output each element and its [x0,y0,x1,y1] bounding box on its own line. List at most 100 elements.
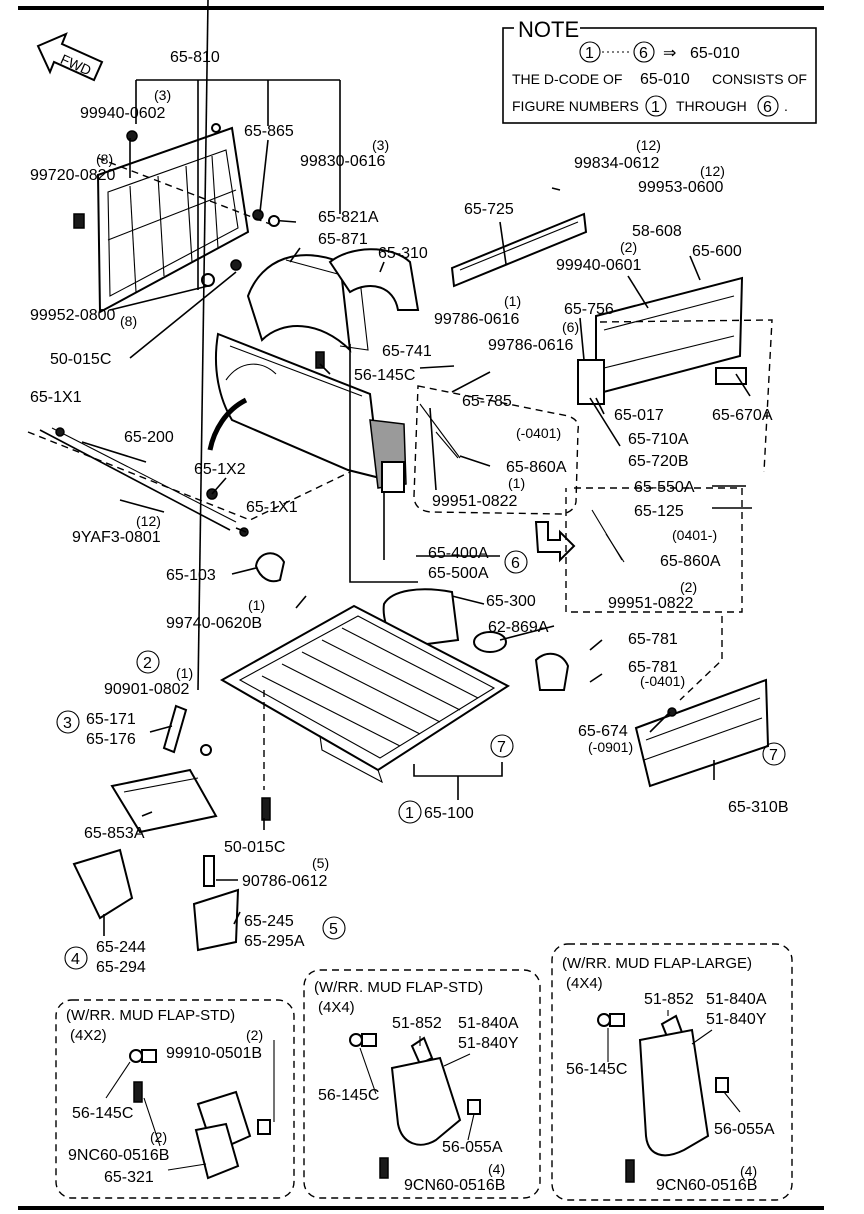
inset2-title: (W/RR. MUD FLAP-STD) [314,979,483,996]
inset3-part-51-852: 51-852 [644,991,694,1008]
illustration [27,123,773,952]
inset3-part-56-055a: 56-055A [714,1121,775,1138]
label-50-015c-bot: 50-015C [224,839,285,856]
label-65-244: 65-244 [96,939,146,956]
label-65-871: 65-871 [318,231,368,248]
label-65-756: 65-756 [564,301,614,318]
label-65-1x1b: 65-1X1 [246,499,298,516]
svg-text:3: 3 [63,715,72,732]
label-65-245: 65-245 [244,913,294,930]
label-99740-0620b: 99740-0620B [166,615,262,632]
label-qty-2b: (2) [680,579,697,595]
inset2-subtitle: (4X4) [318,999,355,1016]
inset1-subtitle: (4X2) [70,1027,107,1044]
label-99940-0601: 99940-0601 [556,257,642,274]
label-qty-12b: (12) [700,163,725,179]
inset1-part-56-145c: 56-145C [72,1105,133,1122]
label-65-670a: 65-670A [712,407,773,424]
note-range-end: 6 [639,45,648,62]
inset3-part-51-840y: 51-840Y [706,1011,767,1028]
label-65-853a: 65-853A [84,825,145,842]
note-line2-suffix: CONSISTS OF [712,71,807,87]
figure-number-2: 2 [136,650,160,674]
label-65-176: 65-176 [86,731,136,748]
fwd-arrow-icon: FWD [36,32,104,82]
figure-number-7a: 7 [490,734,514,758]
figure-number-6: 6 [504,550,528,574]
inset3-part-51-840a: 51-840A [706,991,767,1008]
label-date-0401c: (-0401) [640,673,685,689]
label-99786-0616a: 99786-0616 [434,311,520,328]
note-line2-code: 65-010 [640,71,690,88]
label-62-869a: 62-869A [488,619,549,636]
label-date-0901: (-0901) [588,739,633,755]
inset3-qty-4: (4) [740,1163,757,1179]
note-line3-prefix: FIGURE NUMBERS [512,98,639,114]
figure-number-4: 4 [64,946,88,970]
label-date-0401a: (-0401) [516,425,561,441]
inset1-qty-2a: (2) [246,1027,263,1043]
note-target-code: 65-010 [690,45,740,62]
label-65-860a-2: 65-860A [660,553,721,570]
label-65-1x2: 65-1X2 [194,461,246,478]
label-65-781b: 65-781 [628,659,678,676]
label-qty-5: (5) [312,855,329,871]
label-65-674: 65-674 [578,723,628,740]
label-qty-12a: (12) [636,137,661,153]
label-qty-3b: (3) [372,137,389,153]
label-99952-0800: 99952-0800 [30,307,116,324]
label-65-295a: 65-295A [244,933,305,950]
figure-number-5: 5 [322,916,346,940]
inset2-part-51-840a: 51-840A [458,1015,519,1032]
note-box: NOTE 1 6 ⇒ 65-010 THE D-CODE OF 65-010 C… [502,17,817,124]
inset3-title: (W/RR. MUD FLAP-LARGE) [562,955,752,972]
label-qty-3a: (3) [154,87,171,103]
label-65-100: 65-100 [424,805,474,822]
figure-number-7b: 7 [762,742,786,766]
inset1-qty-2b: (2) [150,1129,167,1145]
label-65-860a-1: 65-860A [506,459,567,476]
inset-mud-flap-large-4x4: (W/RR. MUD FLAP-LARGE) (4X4) 51-852 51-8… [551,943,793,1201]
note-arrow: ⇒ [663,45,676,62]
label-qty-8a: (8) [96,151,113,167]
label-qty-1d: (1) [176,665,193,681]
inset2-part-51-840y: 51-840Y [458,1035,519,1052]
label-65-600: 65-600 [692,243,742,260]
label-99951-0822a: 99951-0822 [432,493,518,510]
label-65-741: 65-741 [382,343,432,360]
inset1-part-9nc60-0516b: 9NC60-0516B [68,1147,169,1164]
label-99951-0822b: 99951-0822 [608,595,694,612]
inset-mud-flap-std-4x4: (W/RR. MUD FLAP-STD) (4X4) 51-852 51-840… [303,969,541,1199]
note-line3-mid: THROUGH [676,98,747,114]
label-65-310b: 65-310B [728,799,789,816]
label-65-821a: 65-821A [318,209,379,226]
label-65-125: 65-125 [634,503,684,520]
label-65-1x1a: 65-1X1 [30,389,82,406]
label-99953-0600: 99953-0600 [638,179,724,196]
note-line3-num1: 1 [651,99,660,116]
label-65-017: 65-017 [614,407,664,424]
leader-lines [81,0,752,936]
bottom-rule [18,1206,824,1210]
note-line3-num6: 6 [763,99,772,116]
label-qty-6: (6) [562,319,579,335]
label-65-720b: 65-720B [628,453,689,470]
label-qty-1a: (1) [504,293,521,309]
inset3-subtitle: (4X4) [566,975,603,992]
label-90901-0802: 90901-0802 [104,681,190,698]
label-65-710a: 65-710A [628,431,689,448]
inset2-part-56-145c: 56-145C [318,1087,379,1104]
label-9yaf3-0801: 9YAF3-0801 [72,529,161,546]
label-qty-1c: (1) [248,597,265,613]
label-90786-0612: 90786-0612 [242,873,328,890]
label-65-294: 65-294 [96,959,146,976]
label-99786-0616b: 99786-0616 [488,337,574,354]
svg-text:1: 1 [405,805,414,822]
label-50-015c-top: 50-015C [50,351,111,368]
label-65-810: 65-810 [170,49,220,66]
label-65-171: 65-171 [86,711,136,728]
label-65-725: 65-725 [464,201,514,218]
inset-mud-flap-std-4x2: (W/RR. MUD FLAP-STD) (4X2) (2) 99910-050… [55,999,295,1199]
label-qty-12c: (12) [136,513,161,529]
